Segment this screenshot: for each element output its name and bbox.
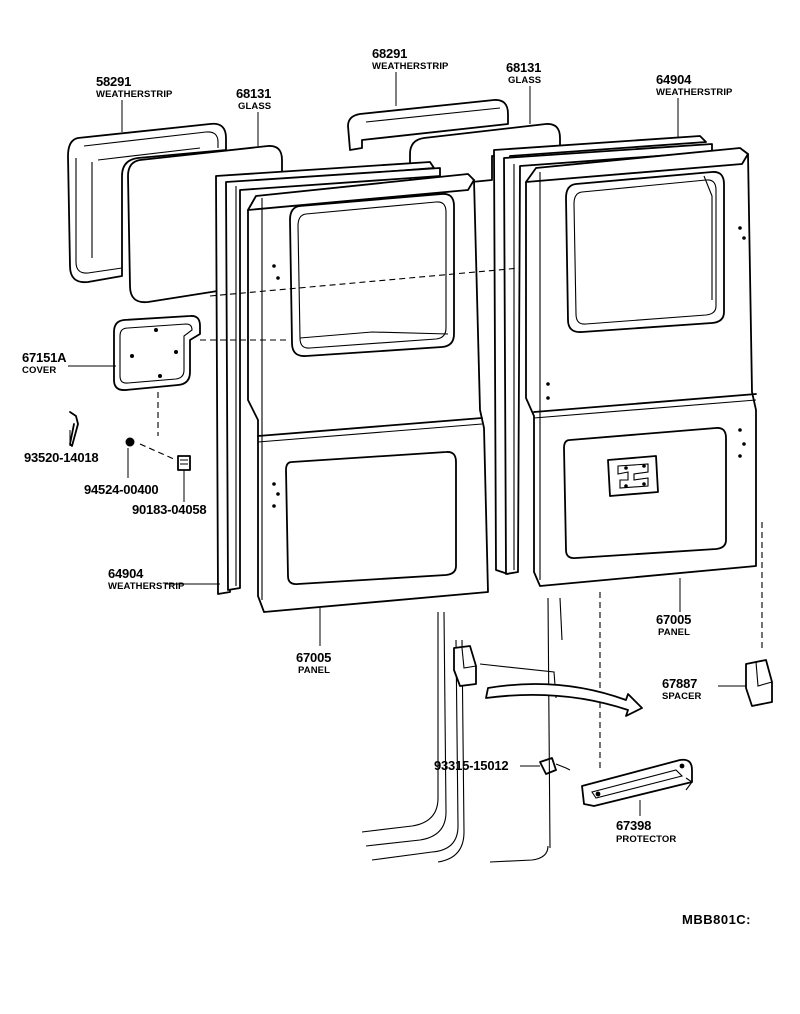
- panel-67005-left-drawing: [247, 173, 489, 613]
- callout-panel-67005-right: 67005 PANEL: [656, 612, 691, 638]
- projection-line: [209, 267, 521, 297]
- callout-spacer-67887: 67887 SPACER: [662, 676, 702, 702]
- part-name: WEATHERSTRIP: [96, 89, 173, 100]
- callout-cover-67151a: 67151A COVER: [22, 350, 67, 376]
- glass-68131-left-drawing: [127, 145, 283, 304]
- callout-protector-67398: 67398 PROTECTOR: [616, 818, 676, 845]
- panel-67005-right-drawing: [525, 147, 757, 587]
- projection-line: [139, 443, 177, 461]
- direction-arrow: [485, 683, 643, 717]
- part-number: 68131: [236, 86, 271, 101]
- weatherstrip-58291-drawing: [67, 122, 227, 284]
- bolt-90183-drawing: [177, 455, 191, 471]
- callout-nut-94524: 94524-00400: [84, 482, 159, 497]
- callout-screw-93520: 93520-14018: [24, 450, 99, 465]
- part-number: 90183-04058: [132, 502, 206, 517]
- body-outline: [361, 597, 563, 863]
- nut-94524-drawing: [125, 437, 135, 447]
- weatherstrip-64904-left-drawing: [215, 161, 441, 595]
- protector-67398-drawing: [581, 758, 693, 807]
- part-number: 68291: [372, 46, 407, 61]
- callout-panel-67005-left: 67005 PANEL: [296, 650, 331, 676]
- part-name: WEATHERSTRIP: [656, 87, 733, 98]
- part-name: WEATHERSTRIP: [372, 61, 449, 72]
- callout-glass-68131-left: 68131 GLASS: [236, 86, 271, 112]
- screw-93315-drawing: [539, 757, 571, 775]
- part-number: 67005: [296, 650, 331, 665]
- spacer-67887-drawing: [745, 659, 773, 707]
- callout-weatherstrip-64904-left: 64904 WEATHERSTRIP: [108, 566, 185, 592]
- spacer-body-drawing: [453, 645, 477, 687]
- part-number: 93315-15012: [434, 758, 508, 773]
- part-number: 93520-14018: [24, 450, 98, 465]
- part-name: GLASS: [508, 75, 541, 86]
- callout-weatherstrip-68291: 68291 WEATHERSTRIP: [372, 46, 449, 72]
- part-name: GLASS: [238, 101, 271, 112]
- part-number: 67887: [662, 676, 697, 691]
- callout-weatherstrip-58291: 58291 WEATHERSTRIP: [96, 74, 173, 100]
- weatherstrip-64904-top-drawing: [493, 135, 713, 575]
- leader-lines: [68, 72, 746, 816]
- part-number: 67398: [616, 818, 651, 833]
- part-name: WEATHERSTRIP: [108, 581, 185, 592]
- part-number: 67005: [656, 612, 691, 627]
- part-number: 64904: [656, 72, 692, 87]
- part-number: 94524-00400: [84, 482, 158, 497]
- part-name: PROTECTOR: [616, 834, 676, 845]
- part-number: 68131: [506, 60, 541, 75]
- callout-screw-93315: 93315-15012: [434, 758, 509, 773]
- part-number: 67151A: [22, 350, 67, 365]
- diagram-code: MBB801C:: [682, 912, 751, 927]
- part-number: 64904: [108, 566, 144, 581]
- part-name: PANEL: [298, 665, 330, 676]
- part-name: PANEL: [658, 627, 690, 638]
- screw-93520-drawing: [69, 411, 79, 447]
- part-name: SPACER: [662, 691, 702, 702]
- callout-bolt-90183: 90183-04058: [132, 502, 207, 517]
- part-name: COVER: [22, 365, 56, 376]
- cover-67151a-drawing: [113, 315, 201, 391]
- callout-glass-68131-right: 68131 GLASS: [506, 60, 541, 86]
- part-number: 58291: [96, 74, 131, 89]
- glass-68131-right-drawing: [409, 123, 561, 189]
- callout-weatherstrip-64904-top: 64904 WEATHERSTRIP: [656, 72, 733, 98]
